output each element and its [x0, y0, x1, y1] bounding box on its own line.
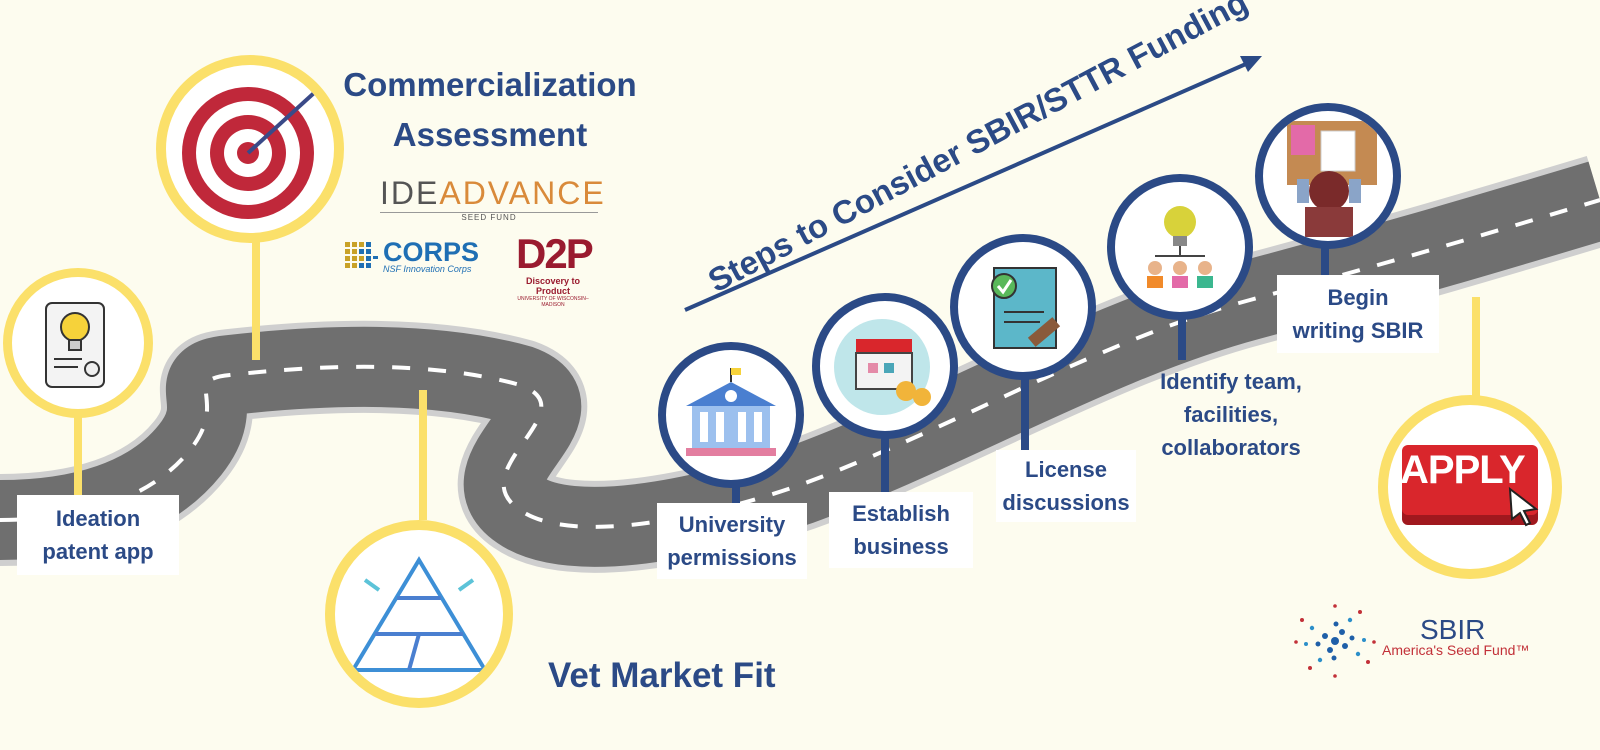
d2p-sub: Discovery to Product	[525, 276, 581, 296]
ideadvance-part1: IDE	[380, 175, 440, 211]
step-ideation-line1: Ideation	[55, 506, 141, 531]
step-business-label: Establish business	[829, 492, 973, 568]
ideadvance-logo: IDEADVANCE SEED FUND	[380, 175, 606, 222]
pyramid-icon	[325, 520, 513, 708]
icorps-grid-icon	[345, 242, 378, 268]
step-writing-line2: writing SBIR	[1292, 318, 1424, 343]
icorps-sub: NSF Innovation Corps	[383, 264, 472, 274]
step-writing-line1: Begin	[1327, 285, 1389, 310]
icorps-name: CORPS	[383, 237, 480, 267]
commercialization-line1: Commercialization	[343, 66, 637, 103]
step-team-label: Identify team, facilities, collaborators	[1150, 360, 1312, 468]
step-license-line1: License	[1025, 457, 1107, 482]
step-team-line2: facilities,	[1183, 401, 1279, 427]
step-business-line1: Establish	[852, 501, 950, 526]
team-lightbulb-icon	[1107, 174, 1253, 320]
step-university-label: University permissions	[657, 503, 807, 579]
step-team-line3: collaborators	[1161, 434, 1301, 460]
commercialization-heading: Commercialization Assessment	[330, 60, 650, 160]
patent-scroll-icon	[3, 268, 153, 418]
sbir-burst-icon	[1294, 604, 1376, 678]
storefront-icon	[812, 293, 958, 439]
d2p-sub2: UNIVERSITY OF WISCONSIN–MADISON	[517, 296, 589, 308]
step-team-line1: Identify team,	[1160, 368, 1302, 394]
apply-button[interactable]: APPLY	[1400, 448, 1526, 492]
commercialization-line2: Assessment	[392, 116, 588, 153]
vet-market-fit-label: Vet Market Fit	[548, 656, 776, 695]
step-university-line1: University	[678, 512, 786, 537]
sbir-name: SBIR	[1420, 614, 1486, 645]
step-ideation-line2: patent app	[42, 539, 154, 564]
step-ideation-label: Ideation patent app	[17, 495, 179, 575]
step-university-line2: permissions	[667, 545, 797, 570]
ideadvance-sub: SEED FUND	[380, 212, 598, 222]
sbir-tagline: America's Seed Fund™	[1382, 642, 1530, 658]
writing-desk-icon	[1255, 103, 1401, 249]
d2p-logo: D2P Discovery to Product UNIVERSITY OF W…	[516, 230, 594, 309]
apply-circle	[1378, 395, 1562, 579]
step-business-line2: business	[853, 534, 949, 559]
d2p-mark: D2P	[516, 230, 594, 277]
stamped-document-icon	[950, 234, 1096, 380]
university-building-icon	[658, 342, 804, 488]
ideadvance-part2: ADVANCE	[439, 175, 606, 211]
step-writing-label: Begin writing SBIR	[1277, 275, 1439, 353]
step-license-line2: discussions	[1002, 490, 1130, 515]
sbir-logo: SBIR America's Seed Fund™	[1290, 598, 1529, 689]
step-license-label: License discussions	[996, 450, 1136, 522]
icorps-logo: CORPS NSF Innovation Corps	[345, 237, 480, 274]
target-icon	[156, 55, 344, 243]
